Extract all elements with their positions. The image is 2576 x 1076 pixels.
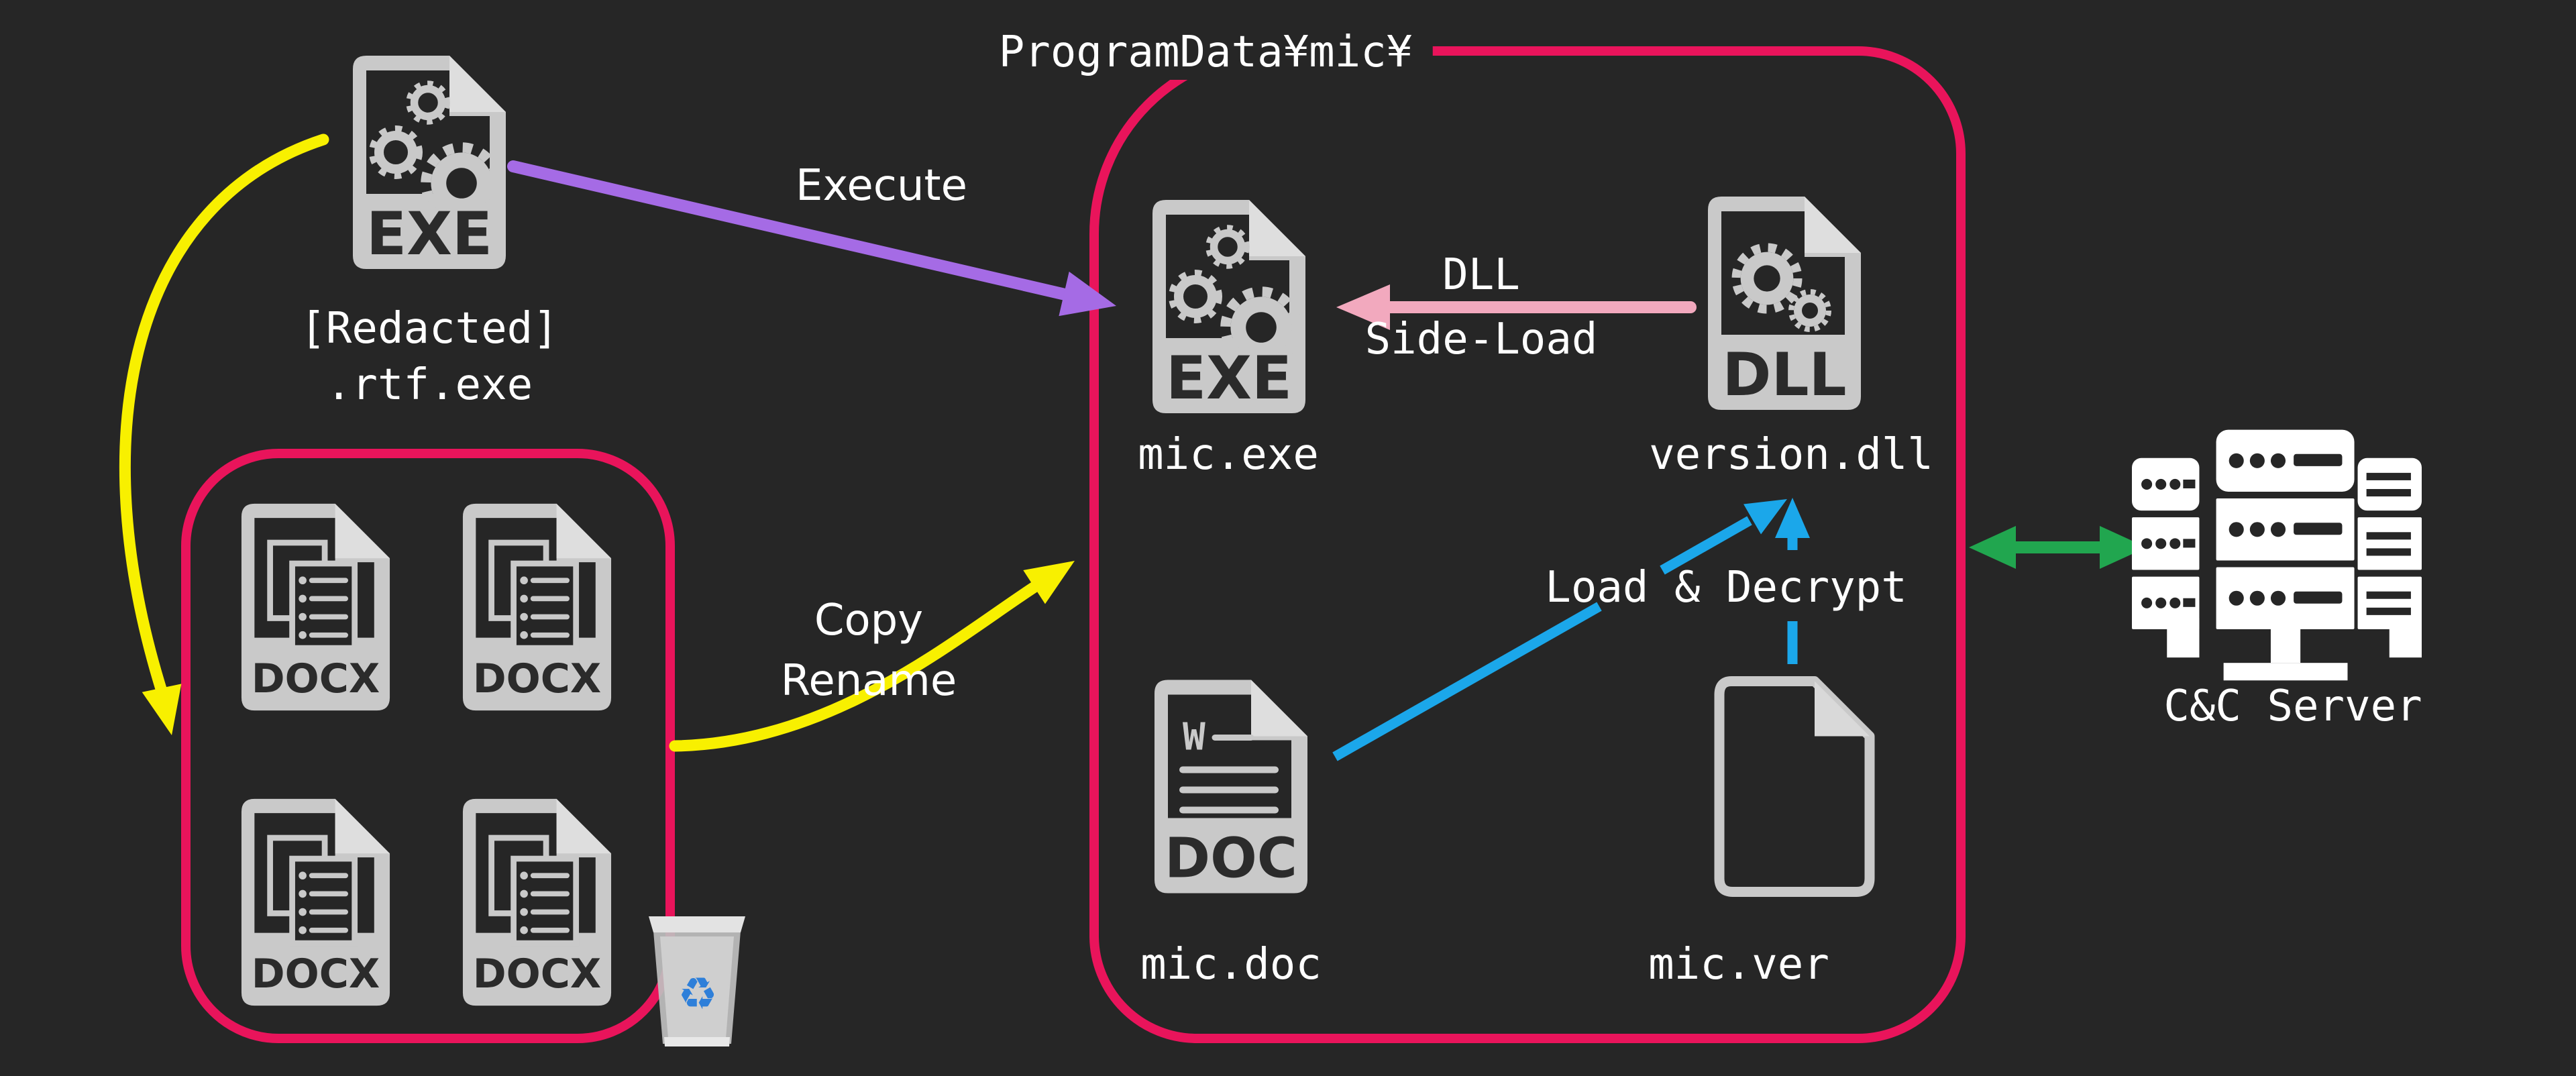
dll-label-line: DLL (1442, 250, 1520, 300)
folded-corner-icon (1805, 197, 1861, 253)
doc-badge: DOC (1165, 827, 1297, 891)
exe-badge: EXE (1166, 343, 1292, 413)
copy-arrow-left (119, 133, 329, 735)
folded-corner-icon (556, 798, 612, 854)
dropper-filename-line2: .rtf.exe (325, 360, 533, 410)
arrowhead-icon (1336, 284, 1390, 330)
rename-label: Rename (780, 656, 957, 706)
docx-badge: DOCX (252, 951, 380, 998)
mic-doc-file-icon: W DOC (1155, 680, 1307, 894)
docx-file-icon: DOCX (241, 798, 390, 1006)
docx-badge: DOCX (473, 951, 601, 998)
arrowhead-icon (1743, 499, 1787, 535)
dropper-filename-line1: [Redacted] (300, 304, 559, 354)
arrowhead-icon (2100, 526, 2147, 569)
execute-arrow (507, 160, 1116, 317)
docx-file-icon: DOCX (241, 503, 390, 711)
docx-file-icon: DOCX (462, 798, 612, 1006)
version-dll-label: version.dll (1649, 430, 1933, 480)
folded-corner-icon (556, 503, 612, 559)
dll-side-load-arrow-label: DLL Side-Load (1365, 243, 1598, 372)
dll-badge: DLL (1722, 340, 1846, 409)
cc-server-icon (2132, 429, 2422, 681)
dropper-exe-file-icon: EXE (353, 56, 506, 269)
arrowhead-icon (142, 684, 182, 735)
arrowhead-icon (1059, 271, 1116, 317)
c2-communication-arrow (1969, 526, 2147, 569)
load-decrypt-arrow-doc (1332, 499, 1787, 761)
mic-ver-file-icon (1714, 676, 1875, 897)
docx-file-icon: DOCX (462, 503, 612, 711)
side-load-label-line: Side-Load (1364, 315, 1598, 364)
docx-badge: DOCX (473, 655, 601, 702)
docx-badge: DOCX (252, 655, 380, 702)
load-decrypt-arrow-label: Load & Decrypt (1545, 563, 1907, 612)
folded-corner-icon (335, 798, 390, 854)
arrowhead-icon (1969, 526, 2016, 569)
recycle-symbol-glyph: ♻ (678, 968, 717, 1020)
arrowhead-icon (1775, 498, 1810, 538)
folded-corner-icon (449, 56, 506, 112)
dropper-filename-label: [Redacted] .rtf.exe (300, 301, 558, 413)
load-decrypt-arrow-ver (1775, 498, 1810, 664)
execute-arrow-label: Execute (796, 161, 967, 211)
mic-exe-label: mic.exe (1138, 430, 1319, 480)
word-w-glyph: W (1183, 716, 1205, 759)
mic-doc-label: mic.doc (1140, 940, 1322, 989)
version-dll-file-icon: DLL (1708, 197, 1861, 410)
programdata-path-label: ProgramData¥mic¥ (978, 25, 1433, 80)
copy-label: Copy (814, 596, 924, 645)
folded-corner-icon (335, 503, 390, 559)
folded-corner-icon (1249, 200, 1305, 256)
arrowhead-icon (1023, 561, 1075, 604)
mic-exe-file-icon: EXE (1152, 200, 1305, 413)
recycle-bin-icon: ♻ (649, 916, 745, 1046)
dll-side-load-arrow (1336, 284, 1697, 330)
copy-rename-arrow (669, 561, 1075, 752)
cc-server-label: C&C Server (2163, 682, 2422, 731)
folded-corner-icon (1251, 680, 1307, 737)
mic-ver-label: mic.ver (1648, 940, 1829, 989)
exe-badge: EXE (366, 199, 492, 268)
folded-corner-icon (1815, 681, 1870, 737)
